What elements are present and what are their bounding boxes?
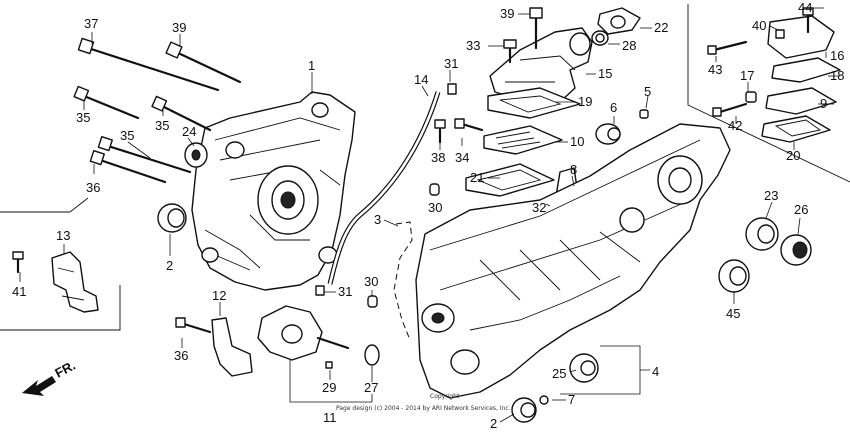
part-label-10: 10 — [570, 134, 584, 149]
left-crankcase-half — [191, 91, 356, 291]
part-label-36: 36 — [174, 348, 188, 363]
inset-box-left — [0, 197, 121, 331]
bearing-24 — [184, 142, 208, 168]
pin-5 — [639, 109, 649, 119]
part-label-43: 43 — [708, 62, 722, 77]
part-label-35: 35 — [120, 128, 134, 143]
part-label-8: 8 — [570, 162, 577, 177]
reed-assembly-inset — [707, 7, 841, 143]
part-label-35: 35 — [76, 110, 90, 125]
part-label-7: 7 — [568, 392, 575, 407]
part-label-24: 24 — [182, 124, 196, 139]
part-label-18: 18 — [830, 68, 844, 83]
screw-29 — [325, 361, 333, 369]
part-label-31: 31 — [338, 284, 352, 299]
part-label-6: 6 — [610, 100, 617, 115]
copyright-line-1: Copyright — [430, 393, 460, 400]
part-label-40: 40 — [752, 18, 766, 33]
part-label-5: 5 — [644, 84, 651, 99]
part-label-1: 1 — [308, 58, 315, 73]
part-label-36: 36 — [86, 180, 100, 195]
insulator-22 — [597, 7, 641, 35]
gasket-21 — [465, 163, 555, 197]
bolt-41 — [12, 251, 24, 274]
bracket-12 — [211, 317, 253, 377]
part-label-20: 20 — [786, 148, 800, 163]
part-label-39: 39 — [172, 20, 186, 35]
bolt-36-lower — [175, 317, 212, 334]
part-label-22: 22 — [654, 20, 668, 35]
clip-31-upper — [447, 83, 457, 95]
copyright-line-2: Page design (c) 2004 - 2014 by ARI Netwo… — [336, 405, 511, 412]
part-label-14: 14 — [414, 72, 428, 87]
part-label-25: 25 — [552, 366, 566, 381]
bearing-2-left — [157, 203, 187, 233]
part-label-28: 28 — [622, 38, 636, 53]
front-direction-arrow: FR. — [22, 358, 78, 396]
bracket-13 — [51, 251, 99, 313]
part-label-33: 33 — [466, 38, 480, 53]
bolt-39-upper — [529, 7, 543, 50]
bearing-26 — [780, 234, 812, 266]
part-label-45: 45 — [726, 306, 740, 321]
part-label-11: 11 — [323, 410, 337, 425]
part-label-26: 26 — [794, 202, 808, 217]
washer-7 — [539, 395, 549, 405]
bolt-33 — [503, 39, 517, 64]
front-direction-label: FR. — [52, 358, 78, 381]
bearing-6 — [595, 123, 621, 145]
bearing-45 — [718, 259, 750, 293]
part-label-2: 2 — [490, 416, 497, 431]
part-label-32: 32 — [532, 200, 546, 215]
part-label-30: 30 — [428, 200, 442, 215]
part-number-labels: 37 39 1 35 35 35 24 36 2 13 41 14 31 38 … — [12, 0, 844, 431]
part-label-42: 42 — [728, 118, 742, 133]
part-label-19: 19 — [578, 94, 592, 109]
part-label-17: 17 — [740, 68, 754, 83]
part-label-3: 3 — [374, 212, 381, 227]
part-label-27: 27 — [364, 380, 378, 395]
bearing-25 — [569, 353, 599, 383]
bearing-23 — [745, 217, 779, 251]
clip-31-lower — [315, 285, 325, 296]
part-label-44: 44 — [798, 0, 812, 15]
part-label-35: 35 — [155, 118, 169, 133]
gasket-19 — [487, 87, 581, 119]
part-label-39: 39 — [500, 6, 514, 21]
right-crankcase-half — [415, 123, 731, 399]
part-label-41: 41 — [12, 284, 26, 299]
tube-14 — [327, 91, 441, 285]
part-label-30: 30 — [364, 274, 378, 289]
bolt-34 — [454, 118, 484, 132]
dowel-30-upper — [429, 183, 440, 196]
part-label-2: 2 — [166, 258, 173, 273]
part-label-23: 23 — [764, 188, 778, 203]
bolt-38 — [434, 119, 446, 144]
part-label-21: 21 — [470, 170, 484, 185]
part-label-12: 12 — [212, 288, 226, 303]
part-label-15: 15 — [598, 66, 612, 81]
part-label-31: 31 — [444, 56, 458, 71]
part-label-16: 16 — [830, 48, 844, 63]
part-label-38: 38 — [431, 150, 445, 165]
inset-box-right — [687, 4, 850, 183]
oring-27 — [364, 344, 380, 366]
part-label-13: 13 — [56, 228, 70, 243]
part-label-34: 34 — [455, 150, 469, 165]
part-label-37: 37 — [84, 16, 98, 31]
bearing-2-lower — [511, 397, 537, 423]
intake-pipe-15 — [489, 27, 593, 103]
part-label-29: 29 — [322, 380, 336, 395]
part-label-9: 9 — [820, 96, 827, 111]
gasket-28 — [591, 30, 609, 46]
part-label-4: 4 — [652, 364, 659, 379]
long-bolts — [73, 37, 242, 184]
leader-lines — [19, 7, 840, 423]
oil-pump-assembly — [257, 305, 350, 361]
gasket-3 — [393, 221, 413, 341]
reed-valve-10 — [483, 125, 563, 155]
dowel-30-lower — [367, 295, 378, 308]
